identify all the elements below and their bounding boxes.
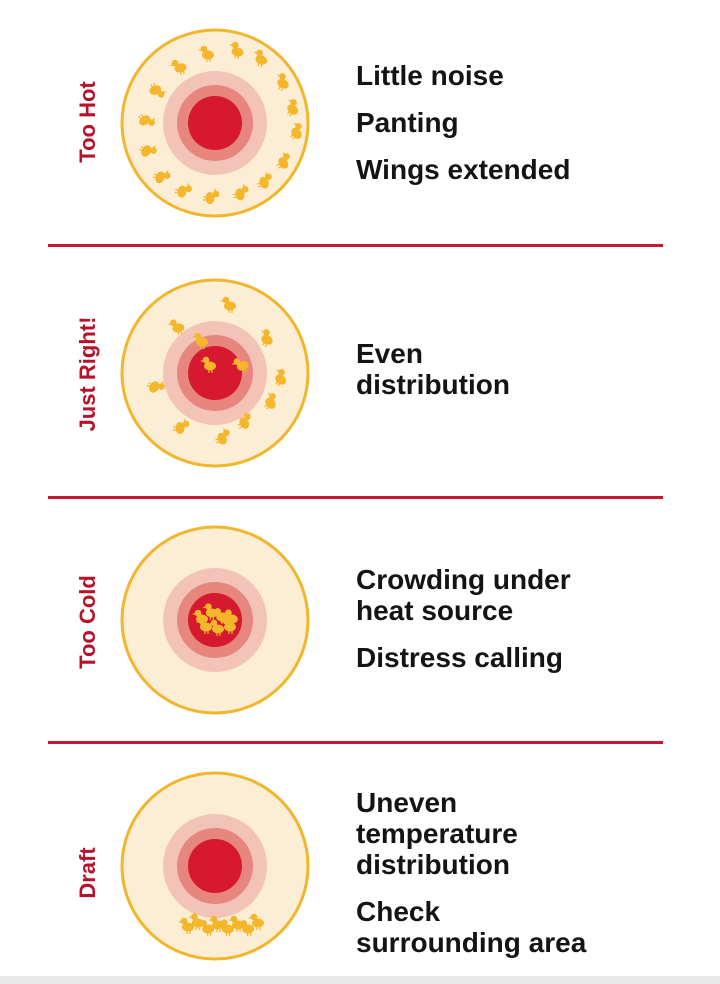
condition-label: Draft — [75, 847, 100, 899]
brooder-illustration — [120, 771, 310, 961]
chick-icon — [274, 369, 287, 387]
chick-icon — [138, 144, 157, 157]
chick-icon — [220, 617, 236, 634]
chick-icon — [196, 617, 212, 634]
chick-icon — [232, 183, 249, 201]
chick-icon — [202, 603, 218, 621]
chick-group — [192, 603, 238, 636]
chick-group — [146, 296, 287, 445]
chick-icon — [198, 45, 214, 62]
chick-icon — [203, 188, 220, 204]
brooder-illustration — [120, 525, 310, 715]
chick-icon — [178, 917, 194, 934]
description-item: Distress calling — [356, 642, 563, 673]
chick-icon — [276, 151, 290, 169]
heat-source — [188, 839, 242, 893]
section-divider — [48, 244, 663, 247]
chick-icon — [260, 329, 273, 348]
chick-group — [138, 41, 302, 204]
heat-source — [188, 346, 242, 400]
chick-icon — [256, 171, 272, 189]
chick-icon — [149, 82, 167, 98]
condition-label: Too Hot — [75, 81, 100, 163]
chick-icon — [197, 920, 215, 937]
description-item: Little noise — [356, 60, 504, 91]
chick-icon — [276, 73, 289, 92]
chick-icon — [231, 358, 249, 374]
chick-icon — [237, 920, 255, 937]
chick-icon — [286, 99, 299, 117]
chick-icon — [220, 296, 236, 313]
chick-icon — [248, 913, 264, 930]
chick-icon — [290, 122, 302, 140]
chick-group — [178, 913, 264, 937]
chick-icon — [208, 619, 224, 636]
description-item: Wings extended — [356, 154, 571, 185]
chick-icon — [167, 319, 185, 336]
chick-icon — [229, 41, 244, 60]
brooder-illustration — [120, 28, 310, 218]
chick-icon — [169, 59, 187, 76]
chick-icon — [192, 332, 208, 349]
brooder-illustration — [120, 278, 310, 468]
chick-icon — [152, 169, 171, 184]
chick-icon — [218, 919, 234, 937]
condition-label: Too Cold — [75, 575, 100, 669]
chick-icon — [237, 411, 251, 429]
chick-icon — [138, 114, 156, 126]
brooder-diagram — [120, 771, 310, 961]
chick-icon — [253, 49, 268, 68]
chick-icon — [188, 913, 204, 931]
section-divider — [48, 496, 663, 499]
condition-label: Just Right! — [75, 316, 100, 432]
bottom-edge — [0, 976, 720, 984]
chick-icon — [214, 427, 230, 445]
section-divider — [48, 741, 663, 744]
brooder-diagram — [120, 278, 310, 468]
chick-icon — [200, 356, 216, 373]
description-item: Panting — [356, 107, 459, 138]
brooder-diagram — [120, 525, 310, 715]
chick-icon — [146, 380, 165, 393]
chick-icon — [174, 182, 192, 198]
heat-source — [188, 96, 242, 150]
chick-icon — [173, 418, 190, 434]
brooder-diagram — [120, 28, 310, 218]
chick-icon — [264, 392, 276, 410]
